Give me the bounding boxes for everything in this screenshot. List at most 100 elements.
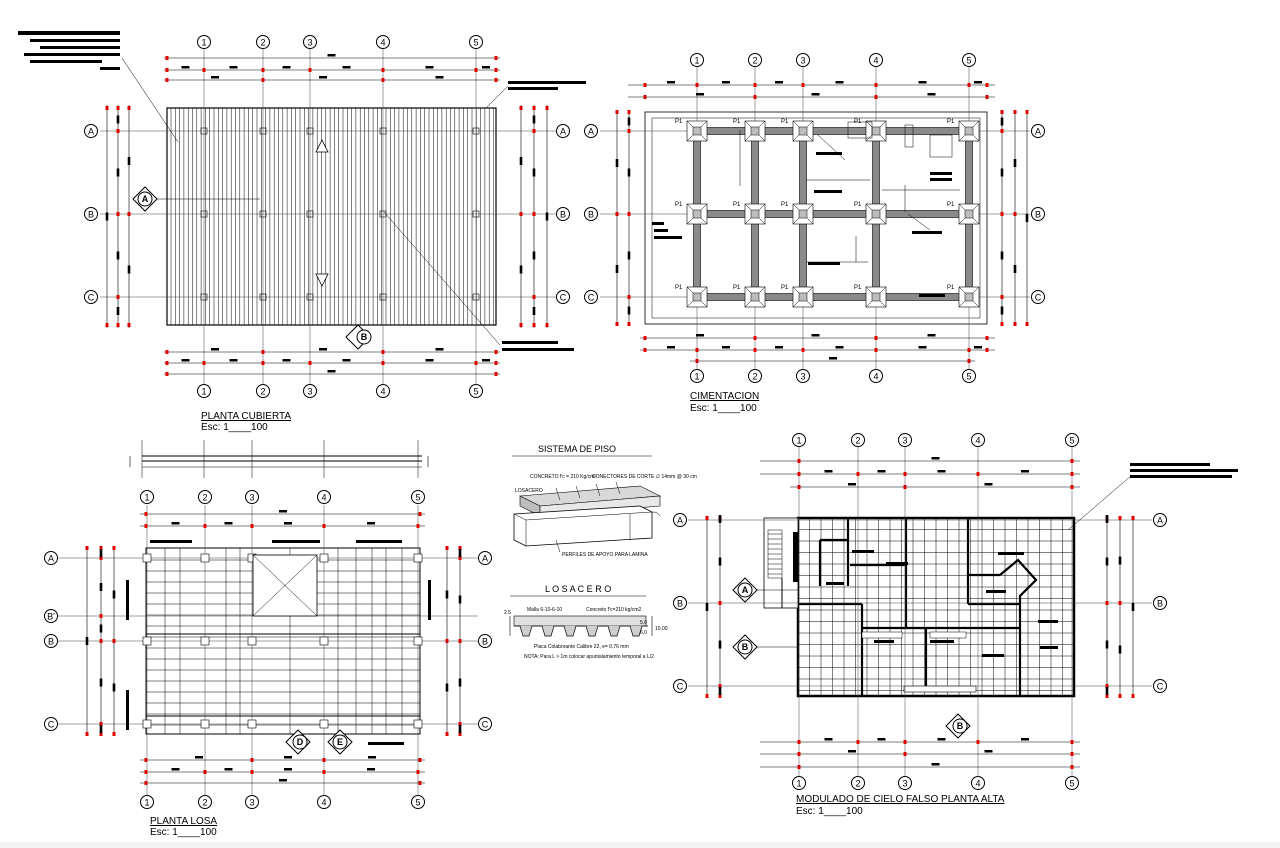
cub-axis-right-C: C	[556, 290, 570, 304]
losa-axis-right-3: C	[478, 717, 492, 731]
planta-cubierta: A B PLANTA CUBIERTA Esc: 1____100 112233…	[18, 31, 586, 433]
losa-axis-top-3: 3	[245, 490, 259, 504]
cimentacion-title: CIMENTACION	[690, 391, 759, 402]
cub-axis-top-1: 1	[197, 35, 211, 49]
cub-axis-top-3-label: 3	[307, 38, 312, 48]
cielo-axis-right-C-label: C	[1157, 682, 1164, 692]
losa-axis-bottom-3: 3	[245, 795, 259, 809]
losa-axis-lines	[58, 505, 478, 795]
cielo-axis-right-A-label: A	[1157, 516, 1163, 526]
cim-axis-top-1: 1	[690, 53, 704, 67]
cim-axis-left-C-label: C	[588, 293, 595, 303]
losa-notes	[126, 540, 431, 745]
sistema-piso-concreto: CONCRETO f'c = 210 Kg/cm²	[530, 474, 596, 480]
losa-section-strip	[129, 440, 429, 478]
stair-void	[252, 554, 318, 617]
column-tag: P1	[781, 119, 789, 125]
column-tag: P1	[781, 202, 789, 208]
sistema-piso-lamina: LOSACERO	[515, 488, 543, 494]
cielo-axis-top-1-label: 1	[796, 436, 801, 446]
section-marker-b-label: B	[361, 332, 368, 342]
cim-axis-left-A-label: A	[588, 127, 594, 137]
losa-axis-left-0-label: A	[48, 554, 54, 564]
losa-axis-bottom-1: 1	[140, 795, 154, 809]
cimentacion-dimension-lines	[615, 81, 1029, 363]
losa-axis-bottom-5: 5	[411, 795, 425, 809]
column-tag: P1	[675, 119, 683, 125]
cielo-scale: Esc: 1____100	[796, 806, 863, 817]
cim-axis-left-B: B	[584, 207, 598, 221]
cub-axis-top-2-label: 2	[260, 38, 265, 48]
cielo-axis-left-A-label: A	[677, 516, 683, 526]
cim-axis-top-2-label: 2	[752, 56, 757, 66]
cim-axis-right-C-label: C	[1035, 293, 1042, 303]
cielo-axis-lines	[688, 447, 1152, 776]
cielo-axis-top-3: 3	[898, 433, 912, 447]
column-tag: P1	[675, 285, 683, 291]
cim-axis-right-B-label: B	[1035, 210, 1041, 220]
column-tag: P1	[733, 119, 741, 125]
cim-axis-bottom-2-label: 2	[752, 372, 757, 382]
planta-losa: D E PLANTA LOSA Esc: 1____100 1122334455…	[44, 440, 492, 838]
cub-axis-top-4-label: 4	[380, 38, 385, 48]
sistema-piso-perfiles: PERFILES DE APOYO PARA LAMINA	[562, 552, 648, 558]
footing-969-297: P1	[947, 285, 980, 308]
losa-scale: Esc: 1____100	[150, 827, 217, 838]
losa-axis-bottom-5-label: 5	[415, 798, 420, 808]
cielo-axis-left-A: A	[673, 513, 687, 527]
losa-axis-bottom-4: 4	[317, 795, 331, 809]
footing-876-214: P1	[854, 202, 887, 225]
section-marker-b: B	[345, 324, 372, 350]
cubierta-dimension-lines	[105, 54, 549, 376]
cub-axis-left-C-label: C	[88, 293, 95, 303]
sistema-piso-conectores: CONECTORES DE CORTE ∅ 14mm @ 30 cm	[592, 474, 697, 480]
cielo-axis-bottom-5: 5	[1065, 776, 1079, 790]
cielo-axis-bottom-2: 2	[851, 776, 865, 790]
losa-axis-bottom-2-label: 2	[202, 798, 207, 808]
cubierta-scale: Esc: 1____100	[201, 422, 268, 433]
cub-axis-bottom-3: 3	[303, 384, 317, 398]
losacero-title: L O S A C E R O	[545, 584, 611, 594]
column-tag: P1	[675, 202, 683, 208]
footing-697-214: P1	[675, 202, 708, 225]
losacero-malla: Malla 6-10-6-10	[527, 607, 562, 613]
column-tag: P1	[854, 202, 862, 208]
cub-axis-left-A: A	[84, 124, 98, 138]
cielo-axis-right-B-label: B	[1157, 599, 1163, 609]
sistema-de-piso-detail: SISTEMA DE PISO CONCRETO f'c = 210 Kg/cm…	[512, 444, 697, 558]
cub-axis-right-B-label: B	[560, 210, 566, 220]
losa-axis-right-0-label: A	[482, 554, 488, 564]
cim-axis-bottom-1: 1	[690, 369, 704, 383]
footing-803-131: P1	[781, 119, 814, 142]
sistema-piso-isometric	[513, 481, 662, 553]
losa-axis-right-3-label: C	[482, 720, 489, 730]
losa-axis-left-2-label: B	[48, 637, 54, 647]
losacero-placa: Placa Colaborante Calibre 22, e= 0.76 mm	[534, 644, 629, 650]
cim-axis-top-3: 3	[796, 53, 810, 67]
losa-axis-bottom-4-label: 4	[321, 798, 326, 808]
cub-axis-top-2: 2	[256, 35, 270, 49]
losa-dimension-lines	[85, 510, 462, 785]
footing-969-214: P1	[947, 202, 980, 225]
cim-axis-right-A-label: A	[1035, 127, 1041, 137]
section-marker-a: A	[132, 186, 260, 212]
losacero-nota: NOTA: Para L > 1m colocar apuntalamiento…	[524, 654, 654, 660]
losa-axis-bottom-1-label: 1	[144, 798, 149, 808]
losa-axis-left-3-label: C	[48, 720, 55, 730]
losa-axis-top-3-label: 3	[249, 493, 254, 503]
viewer-bottom-bar	[0, 842, 1280, 848]
cielo-section-marker-b: B	[732, 634, 798, 660]
cim-axis-top-3-label: 3	[800, 56, 805, 66]
stair-core	[763, 517, 799, 609]
cub-axis-bottom-4-label: 4	[380, 387, 385, 397]
losa-axis-right-2: B	[478, 634, 492, 648]
losa-axis-top-1-label: 1	[144, 493, 149, 503]
cim-axis-top-4-label: 4	[873, 56, 878, 66]
cimentacion-scale: Esc: 1____100	[690, 403, 757, 414]
cim-axis-right-A: A	[1031, 124, 1045, 138]
footing-876-297: P1	[854, 285, 887, 308]
section-marker-e: E	[327, 729, 353, 755]
